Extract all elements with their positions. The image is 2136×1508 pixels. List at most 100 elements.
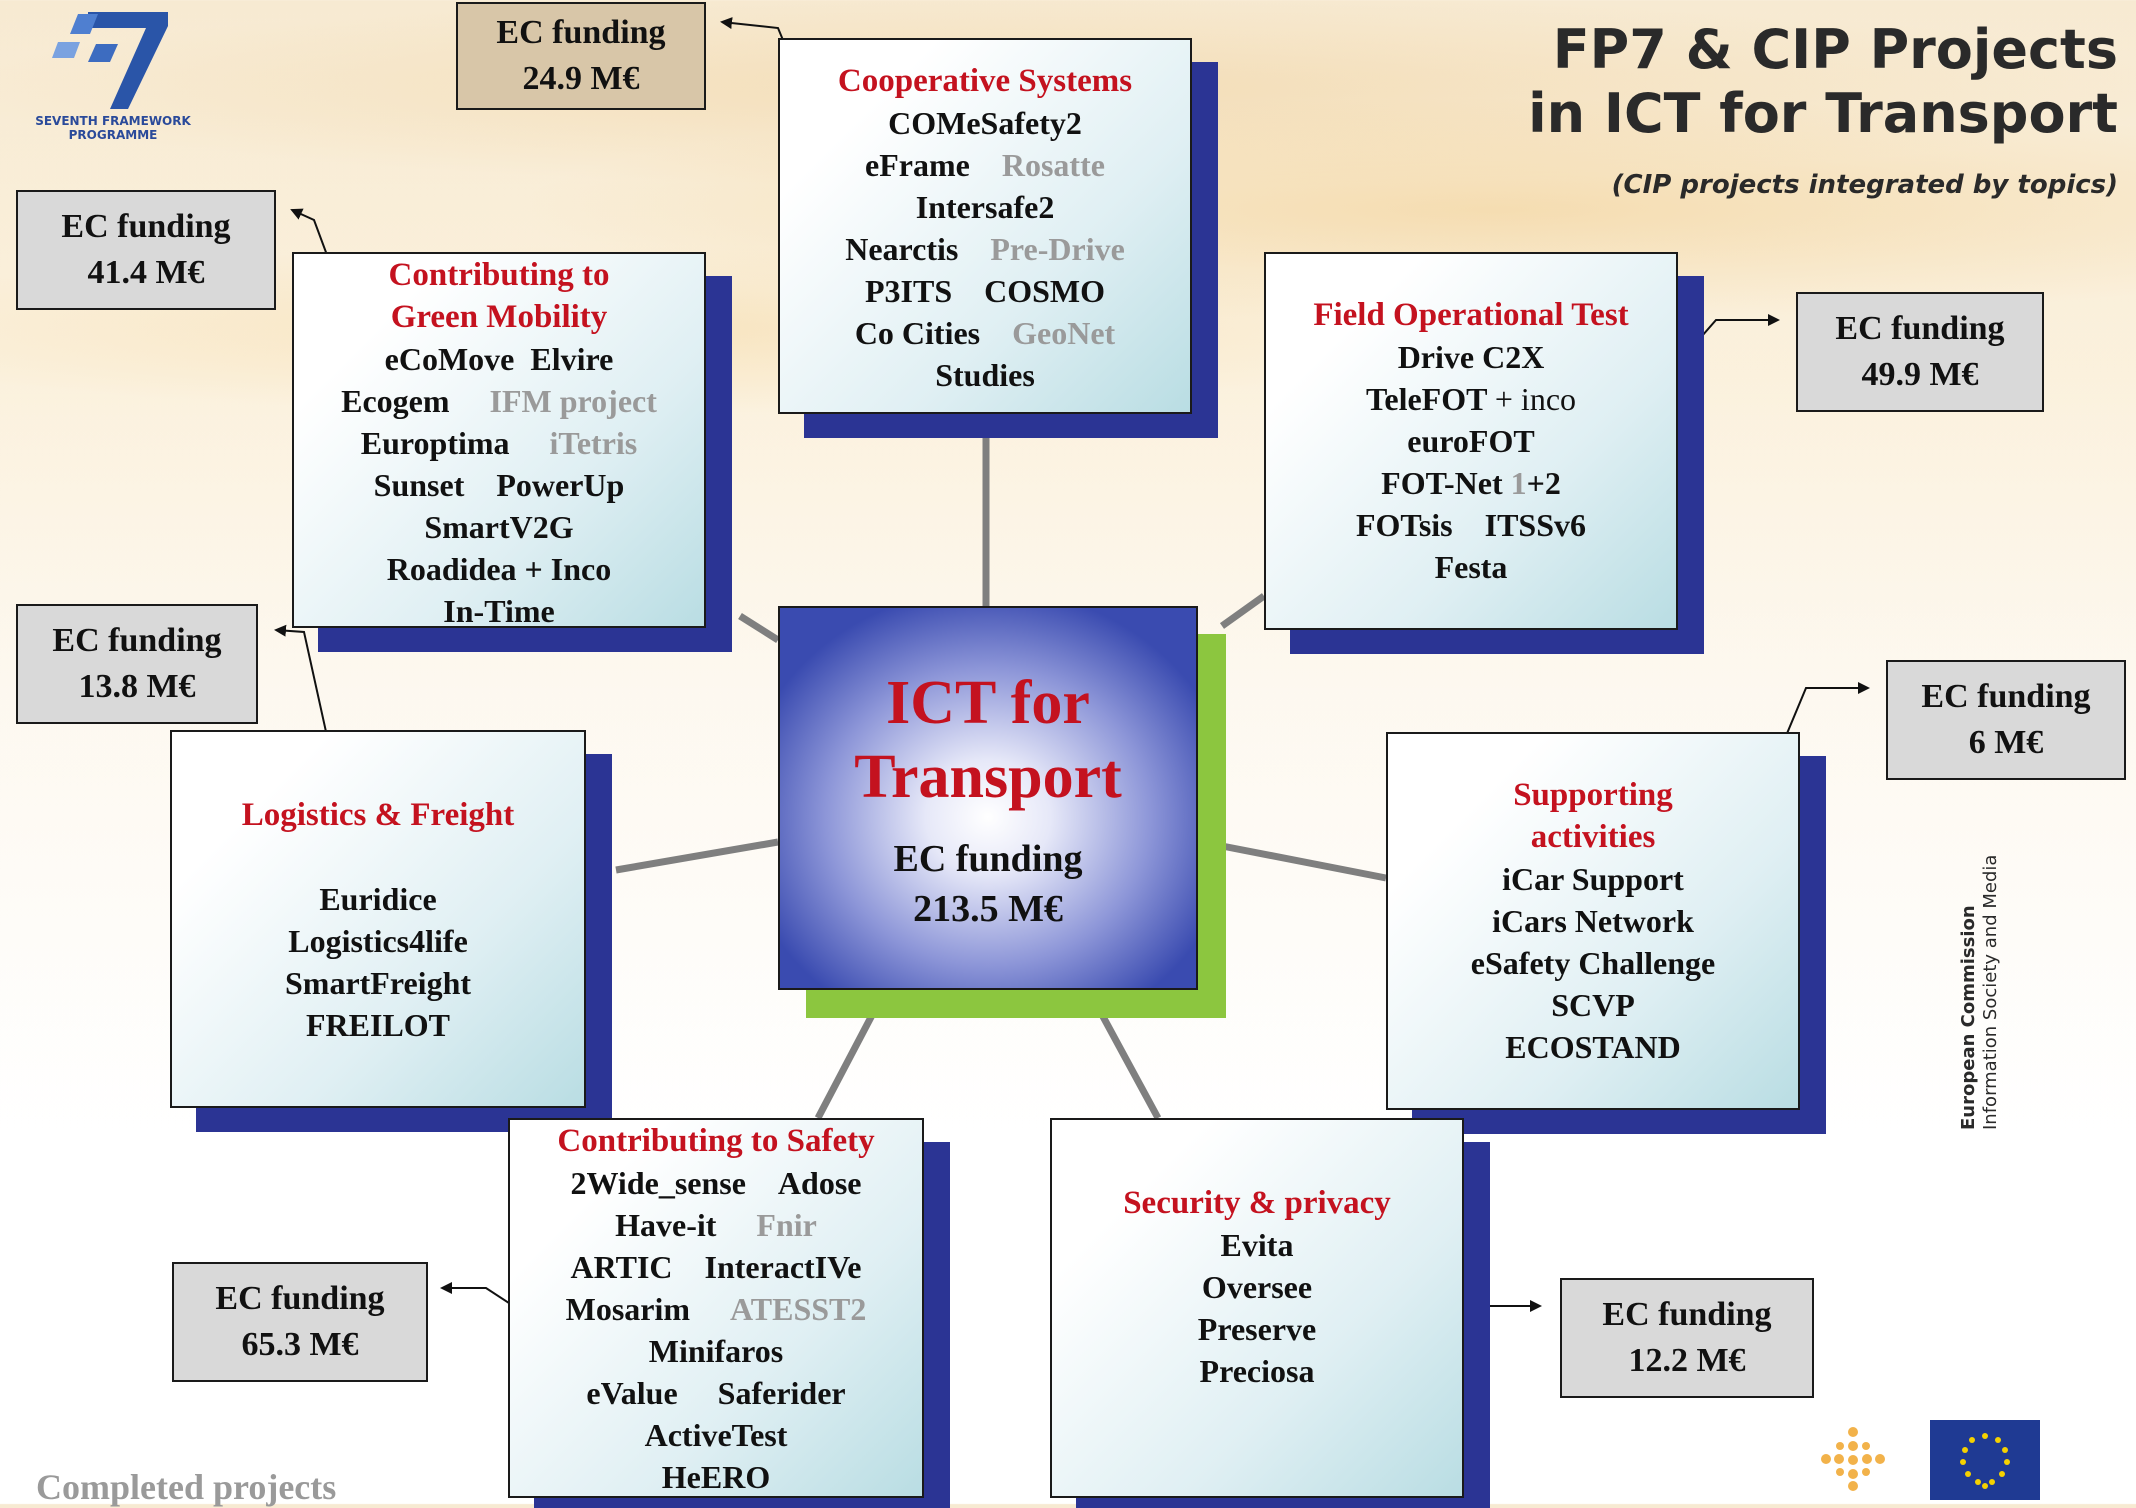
project-line: Intersafe2 xyxy=(915,189,1055,225)
box-cooperative-systems: Cooperative Systems COMeSafety2 eFrame R… xyxy=(778,38,1192,414)
spoke-fot xyxy=(1219,593,1267,629)
project-line: FOTsis ITSSv6 xyxy=(1355,507,1587,543)
project-line: Studies xyxy=(935,357,1035,393)
logo-text-line1: SEVENTH FRAMEWORK xyxy=(35,114,191,128)
project-line: Evita xyxy=(1220,1227,1294,1263)
project-line: FREILOT xyxy=(305,1007,451,1043)
spoke-supporting xyxy=(1221,842,1387,882)
funding-value: 13.8 M€ xyxy=(78,668,196,705)
funding-box-cooperative: EC funding 24.9 M€ xyxy=(456,2,706,110)
box-title-line2: activities xyxy=(1530,819,1656,855)
eu-flag-icon xyxy=(1930,1420,2040,1500)
box-title-line1: Contributing to xyxy=(388,257,610,293)
funding-value: 12.2 M€ xyxy=(1628,1342,1746,1379)
box-title-line1: Supporting xyxy=(1513,777,1673,813)
dots-logo-icon xyxy=(1821,1427,1885,1491)
project-line: Euridice xyxy=(319,881,437,917)
project-line: In-Time xyxy=(443,593,555,629)
project-line: ECOSTAND xyxy=(1505,1029,1681,1065)
ec-name: European Commission xyxy=(1958,905,1979,1130)
box-title: Field Operational Test xyxy=(1313,297,1629,333)
funding-value: 6 M€ xyxy=(1968,724,2044,761)
legend-completed: Completed projects xyxy=(36,1467,337,1507)
box-contributing-safety: Contributing to Safety 2Wide_sense Adose… xyxy=(508,1118,924,1498)
spoke-green xyxy=(738,613,780,643)
funding-value: 41.4 M€ xyxy=(87,254,205,291)
funding-box-green: EC funding 41.4 M€ xyxy=(16,190,276,310)
project-line: iCar Support xyxy=(1502,861,1684,897)
project-line: Preciosa xyxy=(1199,1353,1315,1389)
project-line: SCVP xyxy=(1551,987,1635,1023)
project-line: HeERO xyxy=(661,1459,771,1495)
project-line: SmartFreight xyxy=(284,965,472,1001)
funding-label: EC funding xyxy=(61,208,231,245)
funding-label: EC funding xyxy=(1921,678,2091,715)
spoke-security xyxy=(1090,998,1162,1120)
project-line: eValue Saferider xyxy=(586,1375,846,1411)
page-title: FP7 & CIP Projects in ICT for Transport xyxy=(1528,18,2118,146)
fp7-logo-icon xyxy=(52,12,168,109)
funding-value: 49.9 M€ xyxy=(1861,356,1979,393)
hub-title-line1: ICT for xyxy=(886,669,1090,737)
project-line: Europtima iTetris xyxy=(360,425,638,461)
box-title: Cooperative Systems xyxy=(837,63,1133,99)
project-line: Co Cities GeoNet xyxy=(854,315,1116,351)
ec-dg: Information Society and Media xyxy=(1980,854,2001,1130)
fp7-logo: SEVENTH FRAMEWORK PROGRAMME xyxy=(18,4,208,154)
box-title: Security & privacy xyxy=(1123,1185,1391,1221)
funding-label: EC funding xyxy=(496,14,666,51)
project-line: eCoMove Elvire xyxy=(384,341,614,377)
project-line: Mosarim ATESST2 xyxy=(565,1291,867,1327)
project-line: Sunset PowerUp xyxy=(373,467,625,503)
project-line: Festa xyxy=(1434,549,1508,585)
funding-value: 65.3 M€ xyxy=(241,1326,359,1363)
project-line: P3ITS COSMO xyxy=(864,273,1106,309)
funding-label: EC funding xyxy=(52,622,222,659)
project-line: Nearctis Pre-Drive xyxy=(845,231,1125,267)
project-line: Drive C2X xyxy=(1397,339,1545,375)
box-title: Contributing to Safety xyxy=(557,1123,875,1159)
funding-box-fot: EC funding 49.9 M€ xyxy=(1796,292,2044,412)
box-security-privacy: Security & privacy Evita Oversee Preserv… xyxy=(1050,1118,1464,1498)
project-line: 2Wide_sense Adose xyxy=(570,1165,862,1201)
funding-value: 24.9 M€ xyxy=(522,60,640,97)
funding-box-safety: EC funding 65.3 M€ xyxy=(172,1262,428,1382)
project-line: Logistics4life xyxy=(288,923,468,959)
project-line: Roadidea + Inco xyxy=(386,551,612,587)
project-line: SmartV2G xyxy=(424,509,574,545)
project-line: eFrame Rosatte xyxy=(865,147,1105,183)
box-supporting-activities: Supporting activities iCar Support iCars… xyxy=(1386,732,1800,1110)
project-line: Minifaros xyxy=(648,1333,784,1369)
hub-title-line2: Transport xyxy=(854,743,1122,811)
project-line: ARTIC InteractIVe xyxy=(570,1249,862,1285)
project-line: iCars Network xyxy=(1492,903,1694,939)
funding-label: EC funding xyxy=(1602,1296,1772,1333)
hub-funding-label: EC funding xyxy=(893,838,1083,880)
box-logistics-freight: Logistics & Freight Euridice Logistics4l… xyxy=(170,730,586,1108)
spoke-logistics xyxy=(615,838,779,874)
hub-spokes xyxy=(615,432,1387,1120)
project-line: FOT-Net 1+2 xyxy=(1381,465,1561,501)
project-line: Have-it Fnir xyxy=(615,1207,817,1243)
page-title-line2: in ICT for Transport xyxy=(1528,82,2118,145)
box-green-mobility: Contributing to Green Mobility eCoMove E… xyxy=(292,252,706,629)
logo-text-line2: PROGRAMME xyxy=(68,128,158,142)
project-line: eSafety Challenge xyxy=(1470,945,1716,981)
project-line: Preserve xyxy=(1197,1311,1317,1347)
funding-box-security: EC funding 12.2 M€ xyxy=(1560,1278,1814,1398)
project-line: euroFOT xyxy=(1407,423,1535,459)
funding-box-supporting: EC funding 6 M€ xyxy=(1886,660,2126,780)
funding-box-logistics: EC funding 13.8 M€ xyxy=(16,604,258,724)
project-line: TeleFOT + inco xyxy=(1365,381,1577,417)
spoke-safety xyxy=(814,998,884,1120)
page-title-line1: FP7 & CIP Projects xyxy=(1552,18,2118,81)
funding-label: EC funding xyxy=(215,1280,385,1317)
funding-label: EC funding xyxy=(1835,310,2005,347)
center-hub: ICT for Transport EC funding 213.5 M€ xyxy=(778,606,1198,990)
box-title: Logistics & Freight xyxy=(241,797,515,833)
ec-text: European Commission Information Society … xyxy=(1958,830,2038,1130)
page-subtitle: (CIP projects integrated by topics) xyxy=(1611,170,2118,200)
box-title-line2: Green Mobility xyxy=(390,299,608,335)
project-line: Oversee xyxy=(1201,1269,1313,1305)
hub-funding-value: 213.5 M€ xyxy=(913,888,1063,930)
